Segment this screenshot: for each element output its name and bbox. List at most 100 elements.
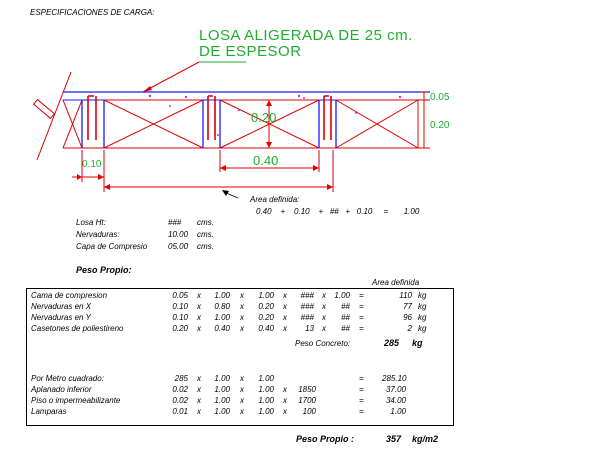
row-result: 34.00 — [385, 396, 406, 405]
row-x: x — [240, 407, 244, 416]
row-result: 37.00 — [385, 385, 406, 394]
row-label: Nervaduras en Y — [31, 313, 91, 322]
row-label: Lamparas — [31, 407, 67, 416]
row-val-b: 0.80 — [214, 302, 230, 311]
row-x: x — [283, 385, 287, 394]
row-label: Aplanado inferior — [31, 385, 92, 394]
row-x: x — [240, 385, 244, 394]
row-val-b: 0.40 — [214, 324, 230, 333]
area-formula: 0.40 + 0.10 + ## + 0.10 = 1.00 — [256, 207, 420, 216]
slab-title-line2: DE ESPESOR — [199, 43, 302, 60]
dim-rib-width: 0.10 — [82, 159, 102, 170]
row-eq: = — [359, 302, 364, 311]
row-x: x — [283, 291, 287, 300]
row-val-c: 0.40 — [258, 324, 274, 333]
row-x: x — [197, 374, 201, 383]
row-val-c: 1.00 — [258, 385, 274, 394]
row-x: x — [240, 302, 244, 311]
param-unit: cms. — [197, 242, 214, 251]
row-val-d: 1700 — [298, 396, 316, 405]
row-label: Piso o impermeabilizante — [31, 396, 121, 405]
row-val-c: 1.00 — [258, 374, 274, 383]
row-val-b: 1.00 — [214, 407, 230, 416]
row-eq: = — [359, 385, 364, 394]
row-val-d: ### — [300, 291, 314, 300]
row-x: x — [197, 396, 201, 405]
row-label: Por Metro cuadrado: — [31, 374, 104, 383]
row-x: x — [197, 302, 201, 311]
row-val-c: 1.00 — [258, 396, 274, 405]
row-val-b: 1.00 — [214, 313, 230, 322]
row-val-c: 0.20 — [258, 313, 274, 322]
row-eq: = — [359, 396, 364, 405]
row-val-a: 0.10 — [172, 313, 188, 322]
row-val-e: 1.00 — [334, 291, 350, 300]
row-unit: kg — [418, 324, 427, 333]
row-val-d: ### — [300, 313, 314, 322]
row-val-d: 13 — [305, 324, 314, 333]
row-val-a: 0.20 — [172, 324, 188, 333]
row-val-a: 0.02 — [172, 396, 188, 405]
row-x: x — [197, 291, 201, 300]
row-val-e: ## — [341, 313, 350, 322]
row-result: 110 — [399, 291, 412, 300]
slab-title-line1: LOSA ALIGERADA DE 25 cm. — [199, 27, 413, 44]
area-label: Area definida: — [250, 195, 300, 204]
row-x: x — [322, 302, 326, 311]
row-val-a: 0.10 — [172, 302, 188, 311]
row-val-a: 0.05 — [172, 291, 188, 300]
peso-propio-title: Peso Propio: — [76, 265, 132, 275]
row-x: x — [240, 396, 244, 405]
row-result: 285.10 — [382, 374, 407, 383]
row-val-b: 1.00 — [214, 291, 230, 300]
param-label: Capa de Compresio — [76, 242, 148, 251]
table-header-area: Area definida — [372, 278, 420, 287]
row-val-a: 285 — [174, 374, 188, 383]
param-value: ### — [168, 218, 182, 227]
row-x: x — [197, 407, 201, 416]
row-val-d: 100 — [302, 407, 316, 416]
row-x: x — [240, 313, 244, 322]
dim-top-thickness: 0.05 — [430, 92, 450, 103]
row-val-c: 1.00 — [258, 291, 274, 300]
row-val-a: 0.02 — [172, 385, 188, 394]
load-table — [26, 288, 454, 426]
row-result: 2 — [407, 324, 412, 333]
row-x: x — [240, 291, 244, 300]
total-label: Peso Propio : — [296, 434, 355, 444]
row-result: 96 — [403, 313, 412, 322]
row-val-c: 1.00 — [258, 407, 274, 416]
row-eq: = — [359, 374, 364, 383]
row-x: x — [283, 302, 287, 311]
row-val-b: 1.00 — [214, 385, 230, 394]
row-x: x — [197, 385, 201, 394]
row-label: Nervaduras en X — [31, 302, 92, 311]
dim-block-width: 0.40 — [253, 153, 279, 168]
row-x: x — [322, 313, 326, 322]
param-label: Nervaduras: — [76, 230, 120, 239]
total-value: 357 — [386, 434, 402, 444]
peso-concreto-label: Peso Concreto: — [295, 339, 351, 348]
dim-block-height-inner: 0.20 — [251, 110, 277, 125]
row-eq: = — [359, 407, 364, 416]
dim-block-height-right: 0.20 — [430, 120, 450, 131]
row-x: x — [283, 324, 287, 333]
param-unit: cms. — [197, 218, 214, 227]
row-x: x — [197, 313, 201, 322]
row-label: Cama de compresion — [31, 291, 108, 300]
row-val-b: 1.00 — [214, 396, 230, 405]
row-x: x — [240, 374, 244, 383]
row-val-c: 0.20 — [258, 302, 274, 311]
param-label: Losa Ht: — [76, 218, 106, 227]
peso-concreto-unit: kg — [412, 338, 423, 348]
row-val-e: ## — [341, 302, 350, 311]
row-x: x — [322, 324, 326, 333]
row-x: x — [240, 324, 244, 333]
row-x: x — [322, 291, 326, 300]
row-label: Casetones de poliestireno — [31, 324, 124, 333]
row-val-d: 1850 — [298, 385, 316, 394]
row-val-d: ### — [300, 302, 314, 311]
row-unit: kg — [418, 302, 427, 311]
row-eq: = — [359, 291, 364, 300]
